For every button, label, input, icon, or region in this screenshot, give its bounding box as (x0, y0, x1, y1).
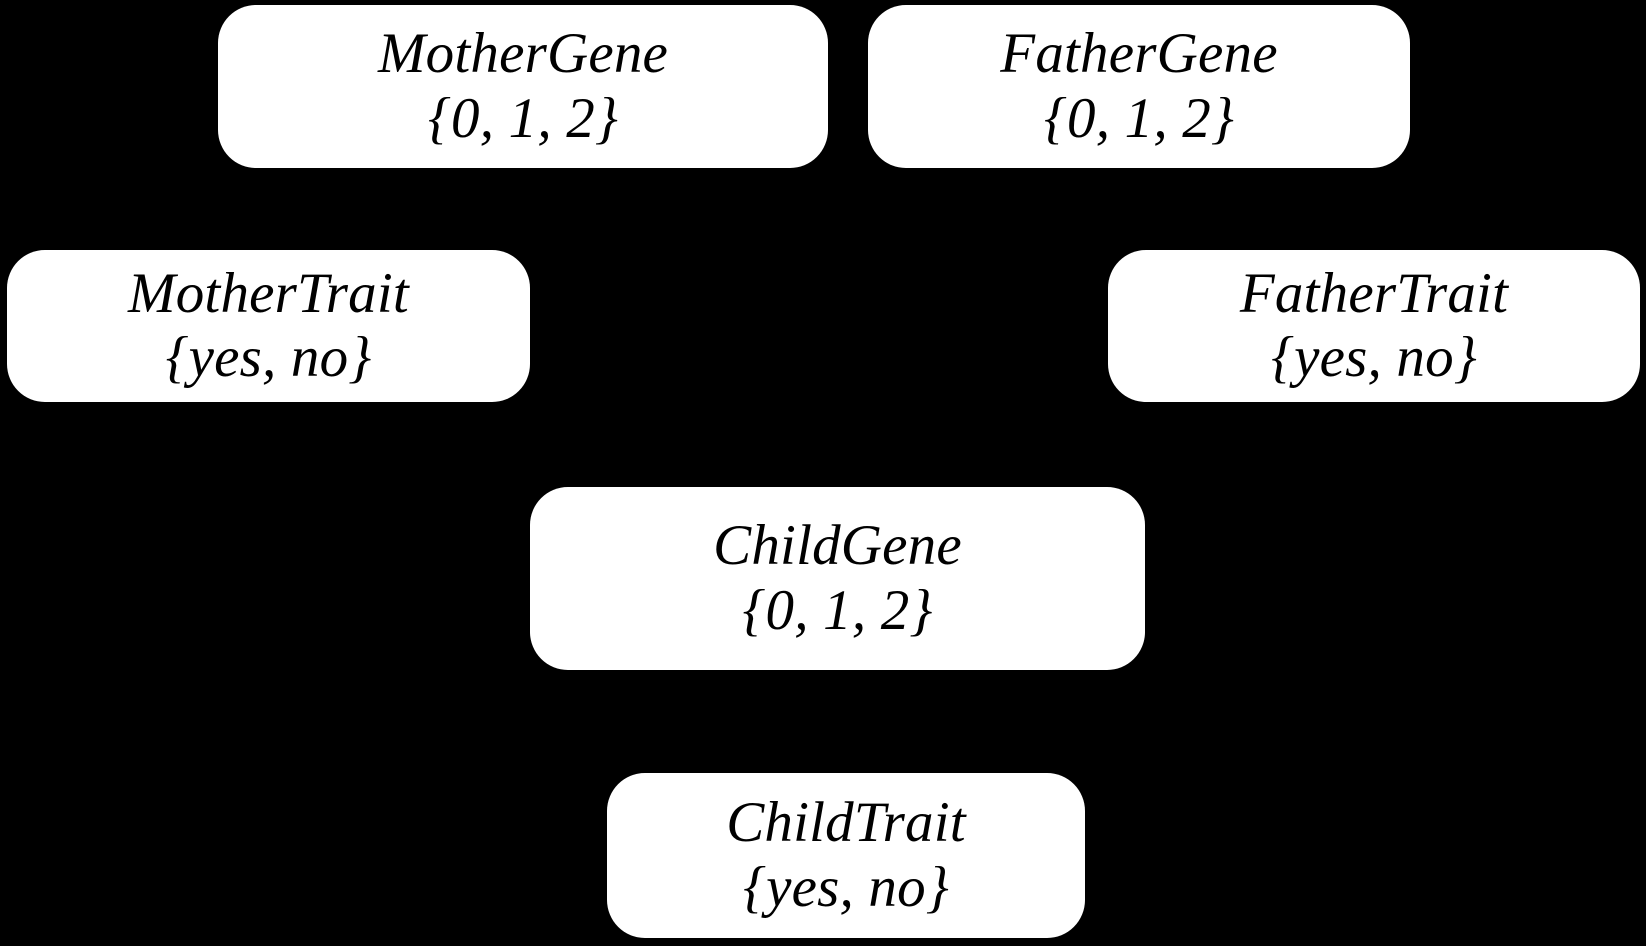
node-father-trait[interactable]: FatherTrait {yes, no} (1108, 250, 1640, 402)
node-child-trait-domain: {yes, no} (743, 855, 949, 919)
node-mother-gene-domain: {0, 1, 2} (428, 86, 618, 150)
node-child-gene[interactable]: ChildGene {0, 1, 2} (530, 487, 1145, 670)
node-child-trait[interactable]: ChildTrait {yes, no} (607, 773, 1085, 938)
node-child-gene-title: ChildGene (713, 514, 962, 578)
node-mother-gene-title: MotherGene (377, 22, 669, 86)
node-child-gene-domain: {0, 1, 2} (742, 578, 933, 642)
node-mother-trait[interactable]: MotherTrait {yes, no} (7, 250, 530, 402)
node-father-gene-title: FatherGene (1000, 22, 1278, 86)
node-child-trait-title: ChildTrait (726, 791, 966, 855)
node-father-trait-domain: {yes, no} (1271, 326, 1477, 389)
node-father-gene[interactable]: FatherGene {0, 1, 2} (868, 5, 1410, 168)
node-mother-trait-title: MotherTrait (128, 261, 409, 325)
node-father-trait-title: FatherTrait (1239, 261, 1509, 325)
node-mother-trait-domain: {yes, no} (165, 326, 372, 389)
node-mother-gene[interactable]: MotherGene {0, 1, 2} (218, 5, 828, 168)
node-father-gene-domain: {0, 1, 2} (1044, 86, 1234, 150)
